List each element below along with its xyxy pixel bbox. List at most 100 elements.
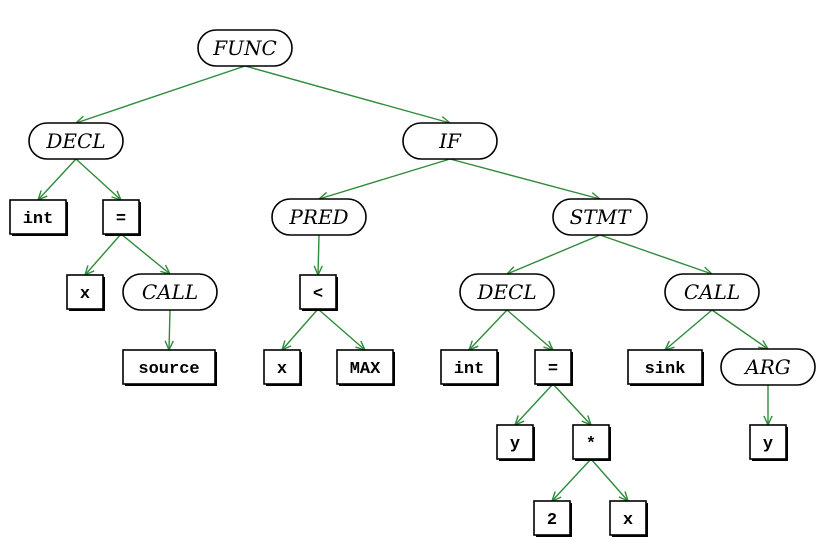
operator-node-shape — [664, 273, 760, 311]
edge-line — [514, 383, 554, 426]
node-two: 2 — [533, 500, 572, 537]
node-label: = — [548, 360, 558, 379]
edge-call2-to-arg — [711, 309, 770, 350]
node-label: = — [116, 210, 126, 229]
node-label: int — [454, 360, 485, 379]
edge-assign1-to-call1 — [120, 233, 172, 276]
token-node-shape — [440, 349, 498, 385]
edge-pred-to-lt — [313, 234, 323, 277]
node-arg: ARG — [720, 348, 816, 386]
edge-mul-to-two — [550, 458, 592, 503]
node-label: DECL — [45, 129, 105, 153]
node-call1: CALL — [122, 273, 218, 311]
operator-node-shape — [28, 122, 124, 160]
token-node-shape — [9, 199, 67, 235]
edge-line — [711, 309, 769, 350]
token-node-shape — [66, 274, 104, 310]
token-node-shape — [572, 424, 610, 460]
node-decl1: DECL — [28, 122, 124, 160]
token-node-shape — [533, 500, 571, 536]
node-label: ARG — [743, 355, 791, 379]
node-label: FUNC — [212, 36, 277, 60]
node-x1: x — [66, 274, 105, 311]
node-label: CALL — [142, 280, 198, 304]
node-x3: x — [609, 500, 648, 537]
node-y2: y — [749, 424, 788, 461]
node-if: IF — [402, 122, 498, 160]
edges-layer — [36, 65, 773, 503]
node-label: x — [80, 285, 90, 304]
edge-stmt-to-decl2 — [505, 234, 601, 275]
node-int1: int — [9, 199, 68, 236]
node-call2: CALL — [664, 273, 760, 311]
token-node-shape — [263, 349, 301, 385]
operator-node-shape — [271, 198, 367, 236]
node-label: source — [138, 360, 199, 379]
node-label: CALL — [684, 280, 740, 304]
token-node-shape — [496, 424, 534, 460]
node-label: 2 — [547, 511, 557, 530]
token-node-shape — [102, 199, 140, 235]
node-label: x — [623, 511, 633, 530]
node-label: int — [23, 210, 54, 229]
node-stmt: STMT — [552, 198, 648, 236]
token-node-shape — [534, 349, 572, 385]
node-label: MAX — [350, 360, 381, 379]
edge-line — [317, 308, 366, 351]
edge-line — [75, 65, 246, 124]
token-node-shape — [627, 349, 703, 385]
edge-line — [468, 309, 508, 351]
node-label: * — [586, 435, 596, 454]
edge-line — [37, 158, 77, 201]
node-sink: sink — [627, 349, 704, 386]
operator-node-shape — [197, 29, 293, 67]
node-label: y — [763, 435, 773, 454]
node-label: y — [510, 435, 520, 454]
edge-line — [75, 158, 122, 201]
edge-decl1-to-assign1 — [75, 158, 123, 202]
edge-func-to-decl1 — [74, 65, 246, 125]
operator-node-shape — [402, 122, 498, 160]
node-y1: y — [496, 424, 535, 461]
node-lt: < — [299, 274, 338, 311]
node-label: x — [277, 360, 287, 379]
node-assign1: = — [102, 199, 141, 236]
edge-line — [317, 234, 320, 276]
edge-line — [599, 234, 713, 275]
node-int2: int — [440, 349, 499, 386]
edge-assign2-to-y1 — [513, 383, 554, 427]
operator-node-shape — [720, 348, 816, 386]
edge-line — [168, 309, 171, 351]
node-mul: * — [572, 424, 611, 461]
edge-line — [281, 308, 319, 351]
edge-arg-to-y2 — [763, 385, 773, 427]
token-node-shape — [122, 349, 216, 385]
token-node-shape — [336, 349, 394, 385]
edge-line — [318, 158, 451, 200]
edge-mul-to-x3 — [590, 458, 630, 503]
edge-line — [84, 233, 122, 276]
token-node-shape — [609, 500, 647, 536]
node-func: FUNC — [197, 29, 293, 67]
edge-assign1-to-x1 — [83, 233, 122, 277]
edge-if-to-pred — [317, 158, 451, 201]
edge-line — [506, 309, 554, 351]
edge-call1-to-source — [164, 309, 174, 352]
token-node-shape — [749, 424, 787, 460]
edge-line — [449, 158, 601, 200]
edge-line — [664, 309, 713, 351]
edge-decl2-to-int2 — [467, 309, 508, 352]
node-label: DECL — [476, 280, 536, 304]
operator-node-shape — [552, 198, 648, 236]
node-label: sink — [645, 360, 686, 379]
edge-lt-to-x2 — [280, 308, 319, 352]
edge-if-to-stmt — [449, 158, 602, 202]
edge-decl2-to-assign2 — [506, 309, 555, 352]
operator-node-shape — [459, 273, 555, 311]
node-label: STMT — [570, 205, 633, 229]
edge-stmt-to-call2 — [599, 234, 714, 276]
node-source: source — [122, 349, 217, 386]
edge-func-to-if — [244, 65, 452, 126]
node-label: < — [313, 285, 323, 304]
